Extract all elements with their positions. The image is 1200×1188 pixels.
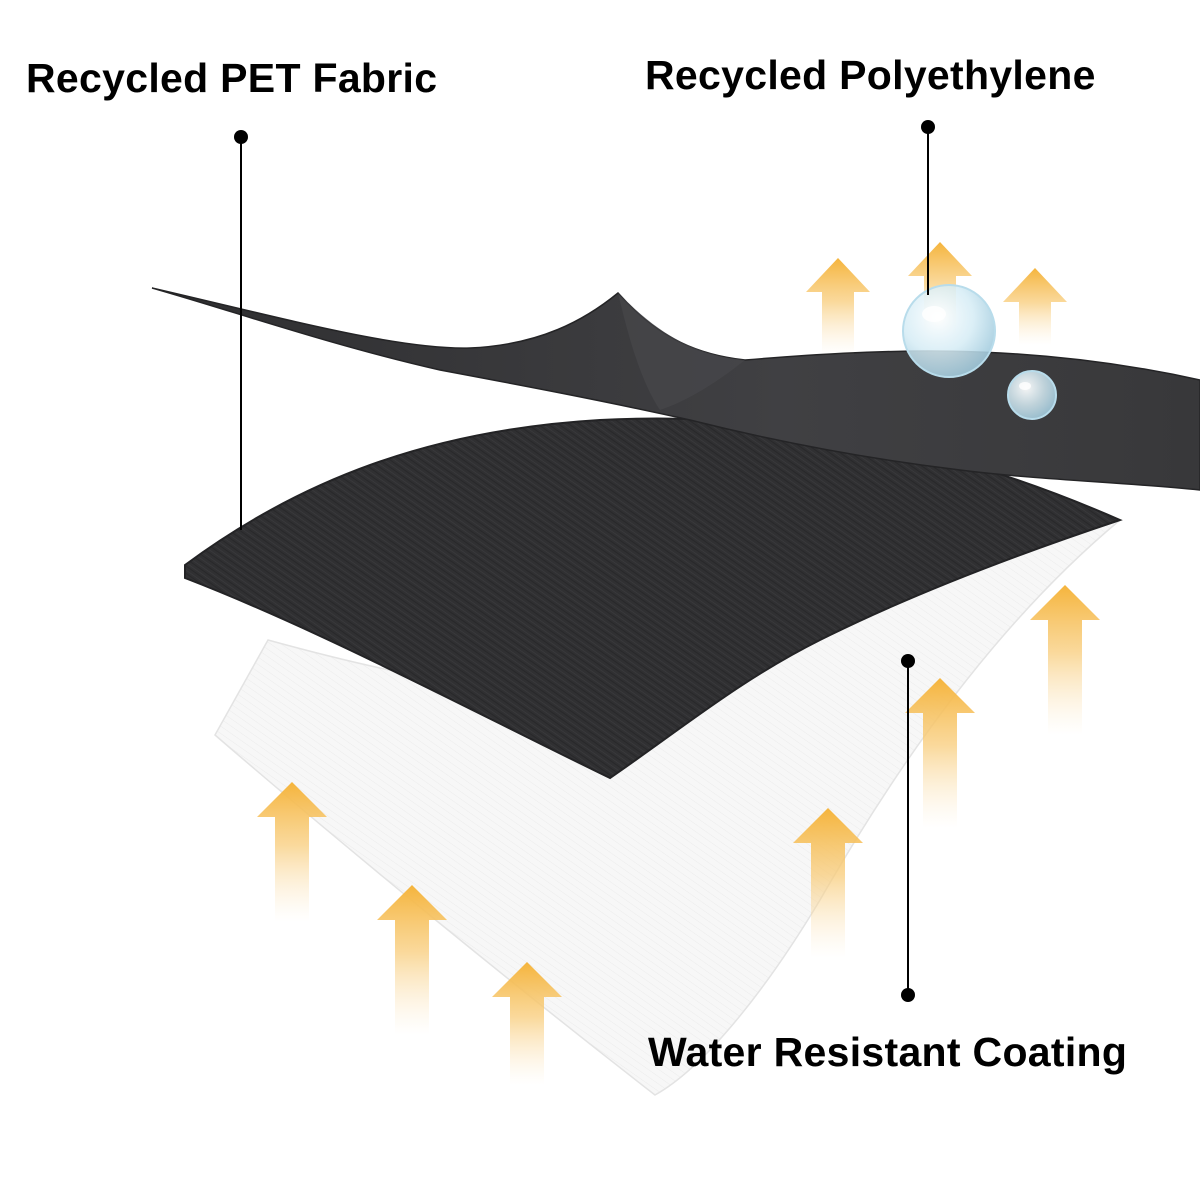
leader-lines xyxy=(234,120,935,1002)
pe-leader-dot xyxy=(921,120,935,134)
up-arrow-icon xyxy=(1003,268,1067,345)
up-arrow-icon xyxy=(806,258,870,355)
droplets-group xyxy=(902,284,1057,420)
pet-fabric-fold xyxy=(618,293,745,410)
up-arrow-icon xyxy=(1030,585,1100,735)
up-arrow-icon xyxy=(793,808,863,958)
coating-leader-dot-bottom xyxy=(901,988,915,1002)
coating-leader-dot-top xyxy=(901,654,915,668)
water-droplet-icon xyxy=(902,284,996,378)
label-water-resistant-coating: Water Resistant Coating xyxy=(648,1029,1128,1075)
arrows-group xyxy=(257,242,1100,1085)
up-arrow-icon xyxy=(905,678,975,828)
pet-leader-dot xyxy=(234,130,248,144)
polyethylene-layer xyxy=(184,417,1123,780)
up-arrow-icon xyxy=(492,962,562,1085)
up-arrow-icon xyxy=(377,885,447,1035)
label-recycled-polyethylene: Recycled Polyethylene xyxy=(645,52,1096,98)
water-droplet-icon xyxy=(1007,370,1057,420)
up-arrow-icon xyxy=(257,782,327,922)
label-recycled-pet-fabric: Recycled PET Fabric xyxy=(26,55,438,101)
